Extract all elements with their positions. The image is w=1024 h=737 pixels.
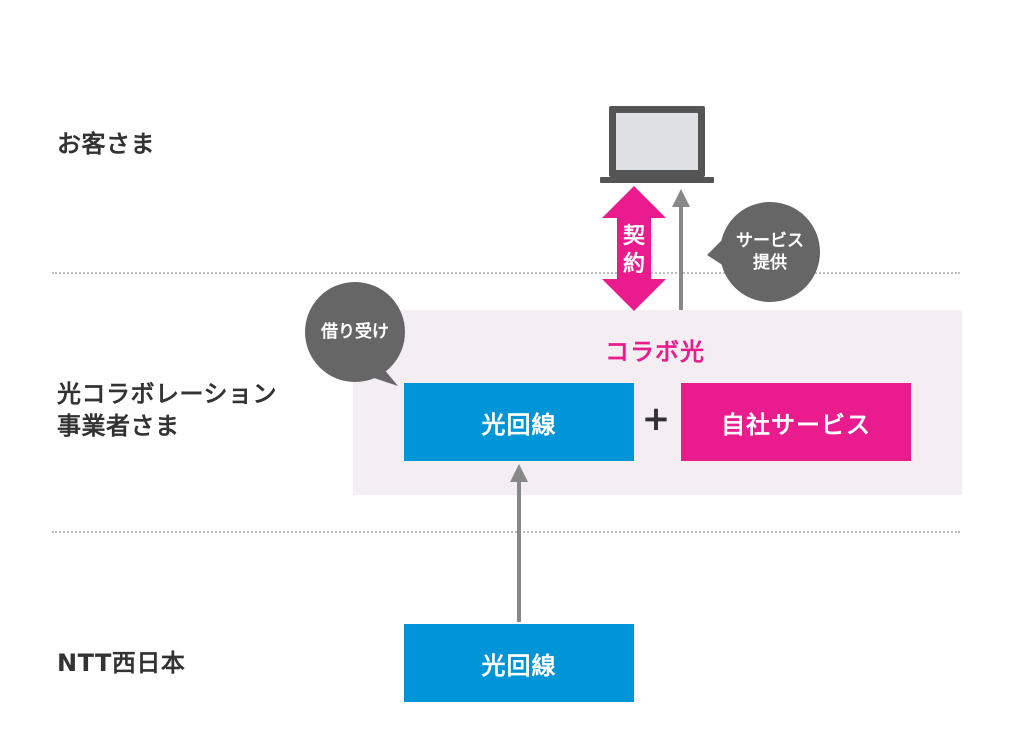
self-service-box: 自社サービス (681, 383, 911, 461)
row-label-operator-line1: 光コラボレーション (57, 380, 278, 408)
service-bubble-label: サービス 提供 (720, 230, 820, 274)
lease-bubble-label: 借り受け (321, 322, 389, 342)
service-bubble-line2: 提供 (753, 253, 787, 273)
contract-label: 契 約 (614, 223, 654, 279)
contract-label-char2: 約 (622, 252, 645, 277)
collab-line-box: 光回線 (404, 383, 634, 461)
lease-arrow (510, 464, 528, 622)
service-bubble (707, 202, 820, 302)
divider-bottom (52, 531, 960, 533)
row-label-operator-line2: 事業者さま (57, 412, 180, 440)
contract-label-char1: 契 (622, 224, 645, 249)
plus-sign: + (641, 399, 671, 439)
row-label-customer: お客さま (57, 130, 155, 158)
contract-double-arrow (602, 186, 666, 311)
laptop-icon (600, 106, 714, 183)
row-label-ntt: NTT西日本 (57, 649, 186, 677)
row-label-operator: 光コラボレーション 事業者さま (57, 378, 277, 442)
divider-top (52, 272, 960, 274)
service-provision-arrow (672, 189, 690, 310)
collab-title: コラボ光 (605, 338, 705, 366)
ntt-line-box: 光回線 (404, 624, 634, 702)
service-bubble-line1: サービス (736, 231, 804, 251)
lease-bubble (305, 282, 405, 386)
